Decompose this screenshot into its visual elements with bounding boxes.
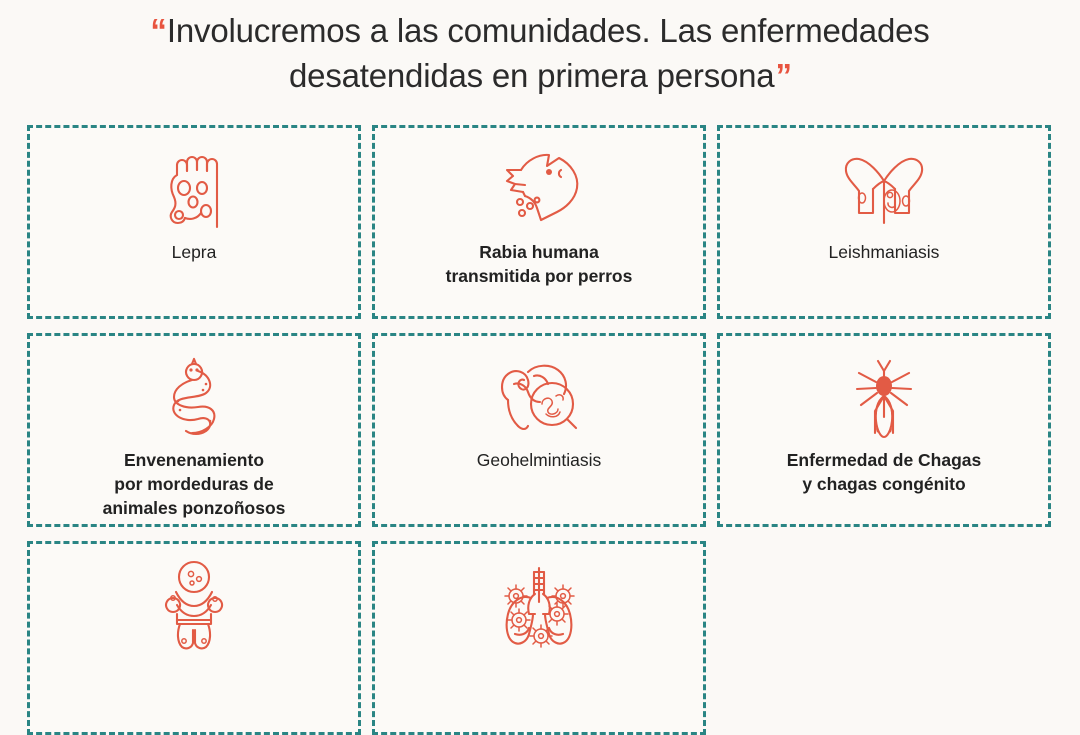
snake-icon xyxy=(158,352,230,444)
card-label-line: transmitida por perros xyxy=(445,266,633,286)
torso-skin-lesions-icon xyxy=(837,144,931,236)
card-label-line: animales ponzoñosos xyxy=(102,498,286,518)
infographic-page: “Involucremos a las comunidades. Las enf… xyxy=(0,8,1080,735)
rabid-dog-head-icon xyxy=(491,144,587,236)
card-label-line: Lepra xyxy=(171,242,217,262)
intestines-magnifier-worms-icon xyxy=(490,352,588,444)
title-text-1: Involucremos a las comunidades. Las enfe… xyxy=(166,12,930,49)
title-line-2: desatendidas en primera persona” xyxy=(0,53,1080,98)
card-label-line: Envenenamiento xyxy=(123,450,265,470)
card-lungs[interactable] xyxy=(372,541,706,735)
triatomine-bug-icon xyxy=(849,352,919,444)
title-line-1: “Involucremos a las comunidades. Las enf… xyxy=(0,8,1080,53)
foot-lesions-icon xyxy=(157,144,231,236)
card-label: Leishmaniasis xyxy=(720,240,1048,264)
card-label-line: por mordeduras de xyxy=(114,474,274,494)
card-label-line: Enfermedad de Chagas xyxy=(786,450,982,470)
card-baby[interactable] xyxy=(27,541,361,735)
card-geohelmintiasis[interactable]: Geohelmintiasis xyxy=(372,333,706,527)
card-lepra[interactable]: Lepra xyxy=(27,125,361,319)
disease-card-grid: Lepra Rabia humana xyxy=(27,125,1051,735)
card-label: Geohelmintiasis xyxy=(375,448,703,472)
baby-lesions-icon xyxy=(153,560,235,652)
card-label: Enfermedad de Chagas y chagas congénito xyxy=(720,448,1048,496)
lungs-pathogens-icon xyxy=(491,560,587,652)
title-text-2: desatendidas en primera persona xyxy=(289,57,775,94)
card-envenenamiento[interactable]: Envenenamiento por mordeduras de animale… xyxy=(27,333,361,527)
card-label: Rabia humana transmitida por perros xyxy=(375,240,703,288)
card-chagas[interactable]: Enfermedad de Chagas y chagas congénito xyxy=(717,333,1051,527)
card-rabia-humana[interactable]: Rabia humana transmitida por perros xyxy=(372,125,706,319)
page-title: “Involucremos a las comunidades. Las enf… xyxy=(0,8,1080,98)
card-label-line: Leishmaniasis xyxy=(828,242,940,262)
card-leishmaniasis[interactable]: Leishmaniasis xyxy=(717,125,1051,319)
quote-close-icon: ” xyxy=(775,57,791,94)
card-label-line: Rabia humana xyxy=(479,242,599,262)
card-label: Envenenamiento por mordeduras de animale… xyxy=(30,448,358,520)
card-label-line: Geohelmintiasis xyxy=(476,450,602,470)
card-label: Lepra xyxy=(30,240,358,264)
card-label-line: y chagas congénito xyxy=(802,474,966,494)
quote-open-icon: “ xyxy=(150,12,166,49)
